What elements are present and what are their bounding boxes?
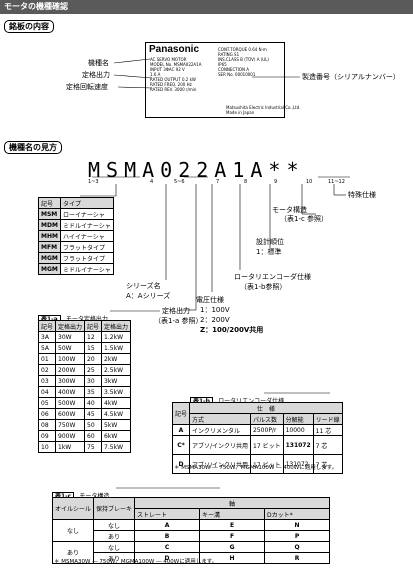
section-header: モータの機種確認 xyxy=(0,0,413,14)
label-model-name: 機種名 xyxy=(88,59,109,67)
ann-v2: 2：200V xyxy=(200,316,230,324)
pos-10: 10 xyxy=(306,179,313,185)
model-section-title: 機種名の見方 xyxy=(4,141,62,154)
label-rated-speed: 定格回転速度 xyxy=(66,83,108,91)
t1c-note: ＊ MSMA30W ― 750W、MGMA100W ― 400Wに適用します。 xyxy=(54,559,218,565)
ann-voltage: 電圧仕様 xyxy=(196,296,224,304)
ann-special: 特殊仕様 xyxy=(348,191,376,199)
nameplate-footer: Matsushita Electric Industrial Co.,Ltd. … xyxy=(226,105,301,115)
pos-11-12: 11~12 xyxy=(328,179,345,185)
pos-7: 7 xyxy=(216,179,220,185)
ann-rated-out-ref: （表1-a 参照） xyxy=(154,317,203,325)
label-serial: 製造番号（シリアルナンバー） xyxy=(302,73,400,81)
ann-motor-struct: モータ構造 xyxy=(272,206,307,214)
pos-1-3: 1~3 xyxy=(88,179,99,185)
label-rated-output: 定格出力 xyxy=(82,71,110,79)
ann-v1: 1：100V xyxy=(200,306,230,314)
ann-encoder: ロータリエンコーダ仕様 xyxy=(234,273,311,281)
ann-vz: Z：100/200V共用 xyxy=(200,326,264,334)
ann-design-std: 1：標準 xyxy=(256,248,282,256)
ann-series: シリーズ名 xyxy=(126,282,161,290)
ann-encoder-ref: （表1-b参照） xyxy=(240,283,287,291)
nameplate: Panasonic AC SERVO MOTOR MODEL No. MSMA0… xyxy=(145,42,301,118)
pos-9: 9 xyxy=(274,179,278,185)
nameplate-right: CONT.TORQUE 0.64 N·m RATING S1 INS.CLASS… xyxy=(218,47,269,77)
model-code: MSMA022A1A** xyxy=(88,158,305,182)
nameplate-section-title: 銘板の内容 xyxy=(4,20,54,33)
pos-5-6: 5~6 xyxy=(174,179,185,185)
ann-series-a: A：Aシリーズ xyxy=(126,292,171,300)
ann-rated-out: 定格出力 xyxy=(162,307,190,315)
t1b-note: ＊ MSMA30W ― 750W、MGMA100W ― 400Wに適用します。 xyxy=(174,465,338,471)
pos-8: 8 xyxy=(244,179,248,185)
ann-design: 設計順位 xyxy=(256,238,284,246)
nameplate-left: AC SERVO MOTOR MODEL No. MSMA022A1A INPU… xyxy=(150,57,202,92)
brand-logo: Panasonic xyxy=(149,44,200,55)
ann-motor-struct-ref: （表1-c 参照） xyxy=(280,215,329,223)
pos-4: 4 xyxy=(150,179,154,185)
